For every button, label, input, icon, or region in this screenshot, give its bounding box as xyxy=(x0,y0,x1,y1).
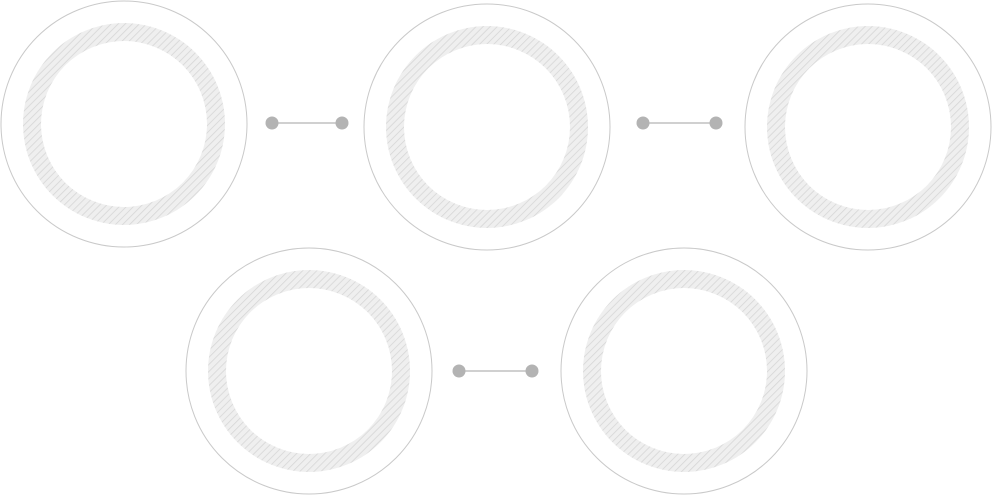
node-5-inner-circle xyxy=(601,288,767,454)
node-1 xyxy=(0,0,248,248)
node-3 xyxy=(744,3,992,251)
connector-start-dot xyxy=(265,116,279,130)
node-4-inner-circle xyxy=(226,288,392,454)
connector-1-2 xyxy=(265,116,349,130)
node-2 xyxy=(363,3,611,251)
node-2-inner-circle xyxy=(404,44,570,210)
node-4 xyxy=(185,247,433,495)
node-5 xyxy=(560,247,808,495)
connector-end-dot xyxy=(525,364,539,378)
node-3-inner-circle xyxy=(785,44,951,210)
connector-start-dot xyxy=(452,364,466,378)
connector-2-3 xyxy=(636,116,723,130)
connector-end-dot xyxy=(335,116,349,130)
connector-4-5 xyxy=(452,364,539,378)
connector-start-dot xyxy=(636,116,650,130)
node-1-inner-circle xyxy=(41,41,207,207)
connector-end-dot xyxy=(709,116,723,130)
